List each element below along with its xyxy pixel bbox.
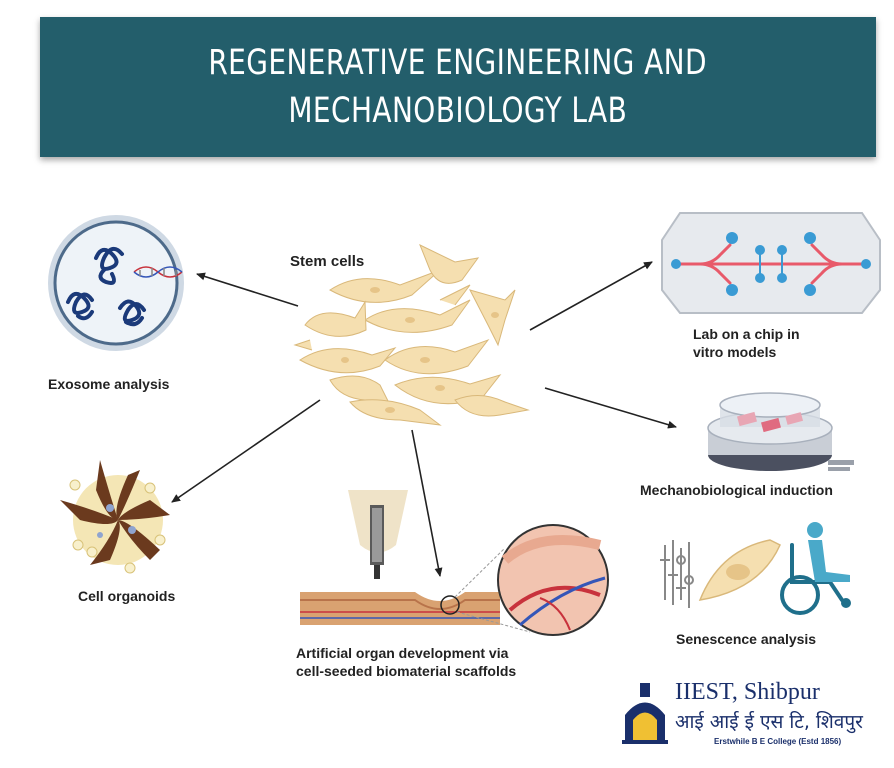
scaffold-label-line-1: Artificial organ development via: [296, 645, 509, 661]
title-line-1: REGENERATIVE ENGINEERING AND: [208, 43, 708, 83]
title-banner: REGENERATIVE ENGINEERING AND MECHANOBIOL…: [40, 17, 876, 157]
arrow-to-mechano: [544, 387, 677, 429]
stem-cells-icon: [293, 243, 530, 426]
lab-on-chip-label-line-2: vitro models: [693, 344, 777, 360]
exosome-analysis-label: Exosome analysis: [48, 376, 170, 392]
organoid-icon: [60, 460, 170, 574]
arrow-to-chip: [529, 261, 653, 331]
arrow-to-scaffold: [411, 429, 443, 577]
senescence-analysis-label: Senescence analysis: [676, 631, 817, 647]
arrow-to-organoids: [171, 399, 321, 503]
logo-name-hindi: आई आई ई एस टि, शिवपुर: [675, 711, 863, 733]
exosome-vesicle-icon: [48, 215, 184, 351]
arrow-to-exosome: [196, 272, 299, 307]
logo-name-english: IIEST, Shibpur: [675, 679, 820, 705]
lab-on-chip-label-line-1: Lab on a chip in: [693, 326, 800, 342]
cell-organoids-label: Cell organoids: [78, 588, 176, 604]
stem-cells-label: Stem cells: [290, 253, 365, 270]
scaffold-tissue-icon: [300, 490, 609, 636]
title-line-2: MECHANOBIOLOGY LAB: [288, 91, 628, 131]
culture-dish-device-icon: [707, 392, 854, 471]
scaffold-label-line-2: cell-seeded biomaterial scaffolds: [296, 663, 517, 679]
iiest-logo-emblem: [620, 683, 670, 744]
senescence-wheelchair-icon: [660, 522, 851, 615]
arrows: [171, 261, 677, 577]
microfluidic-chip-icon: [661, 212, 881, 314]
logo-subtitle: Erstwhile B E College (Estd 1856): [714, 737, 842, 746]
mechanobiological-induction-label: Mechanobiological induction: [640, 482, 833, 498]
